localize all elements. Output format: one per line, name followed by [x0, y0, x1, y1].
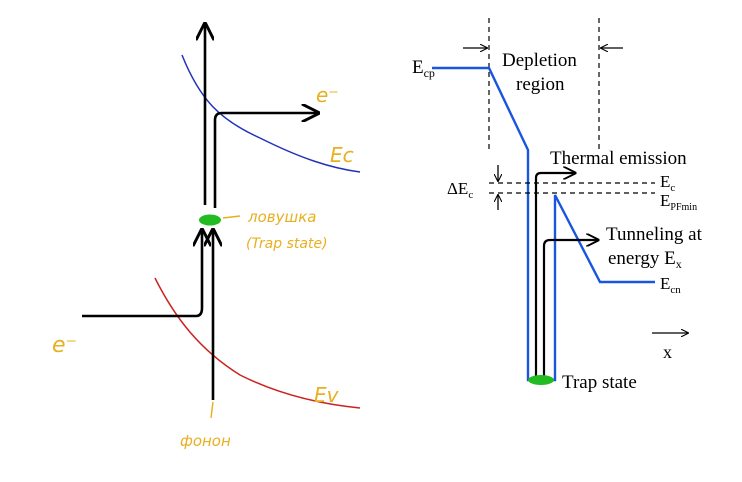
tunneling-path: [542, 240, 598, 378]
electron-in-label: e⁻: [52, 333, 77, 358]
thermal-emission-path: [534, 173, 575, 378]
right-panel: Depletion region Ecp ΔEc Thermal emissio…: [412, 18, 703, 393]
delta-ec-label: ΔEc: [447, 179, 473, 201]
ecp-label: Ecp: [412, 57, 435, 80]
electron-capture-path: [82, 230, 202, 318]
x-axis-label: x: [663, 342, 672, 362]
phonon-label: фонон: [180, 432, 231, 450]
trap-state-marker: [199, 214, 221, 226]
ec-label: Ec: [660, 172, 675, 194]
depletion-label-line1: Depletion: [502, 50, 577, 71]
valence-band-label: Ev: [314, 383, 340, 407]
electron-out-label: e⁻: [316, 83, 339, 107]
trap-label-en: (Trap state): [246, 236, 328, 252]
phonon-annotation-leader: [210, 401, 214, 419]
valence-band-curve: [154, 277, 361, 409]
trap-state-ellipse: [528, 375, 554, 385]
conduction-band-curve: [181, 54, 361, 173]
trap-annotation-leader: [222, 215, 241, 219]
trap-label-ru: ловушка: [247, 208, 316, 226]
tunneling-label-line2: energy Ex: [608, 248, 682, 271]
epf-min-label: EPFmin: [660, 191, 697, 213]
left-panel: e⁻ e⁻ Ec Ev ловушка (Trap state) фонон: [52, 24, 361, 450]
electron-escape-path: [213, 113, 318, 208]
trap-state-label: Trap state: [562, 372, 637, 393]
depletion-label-line2: region: [516, 74, 565, 95]
thermal-emission-label: Thermal emission: [550, 148, 687, 169]
conduction-band-label: Ec: [330, 143, 354, 167]
ecn-label: Ecn: [660, 274, 681, 296]
tunneling-label-line1: Tunneling at: [606, 224, 703, 245]
